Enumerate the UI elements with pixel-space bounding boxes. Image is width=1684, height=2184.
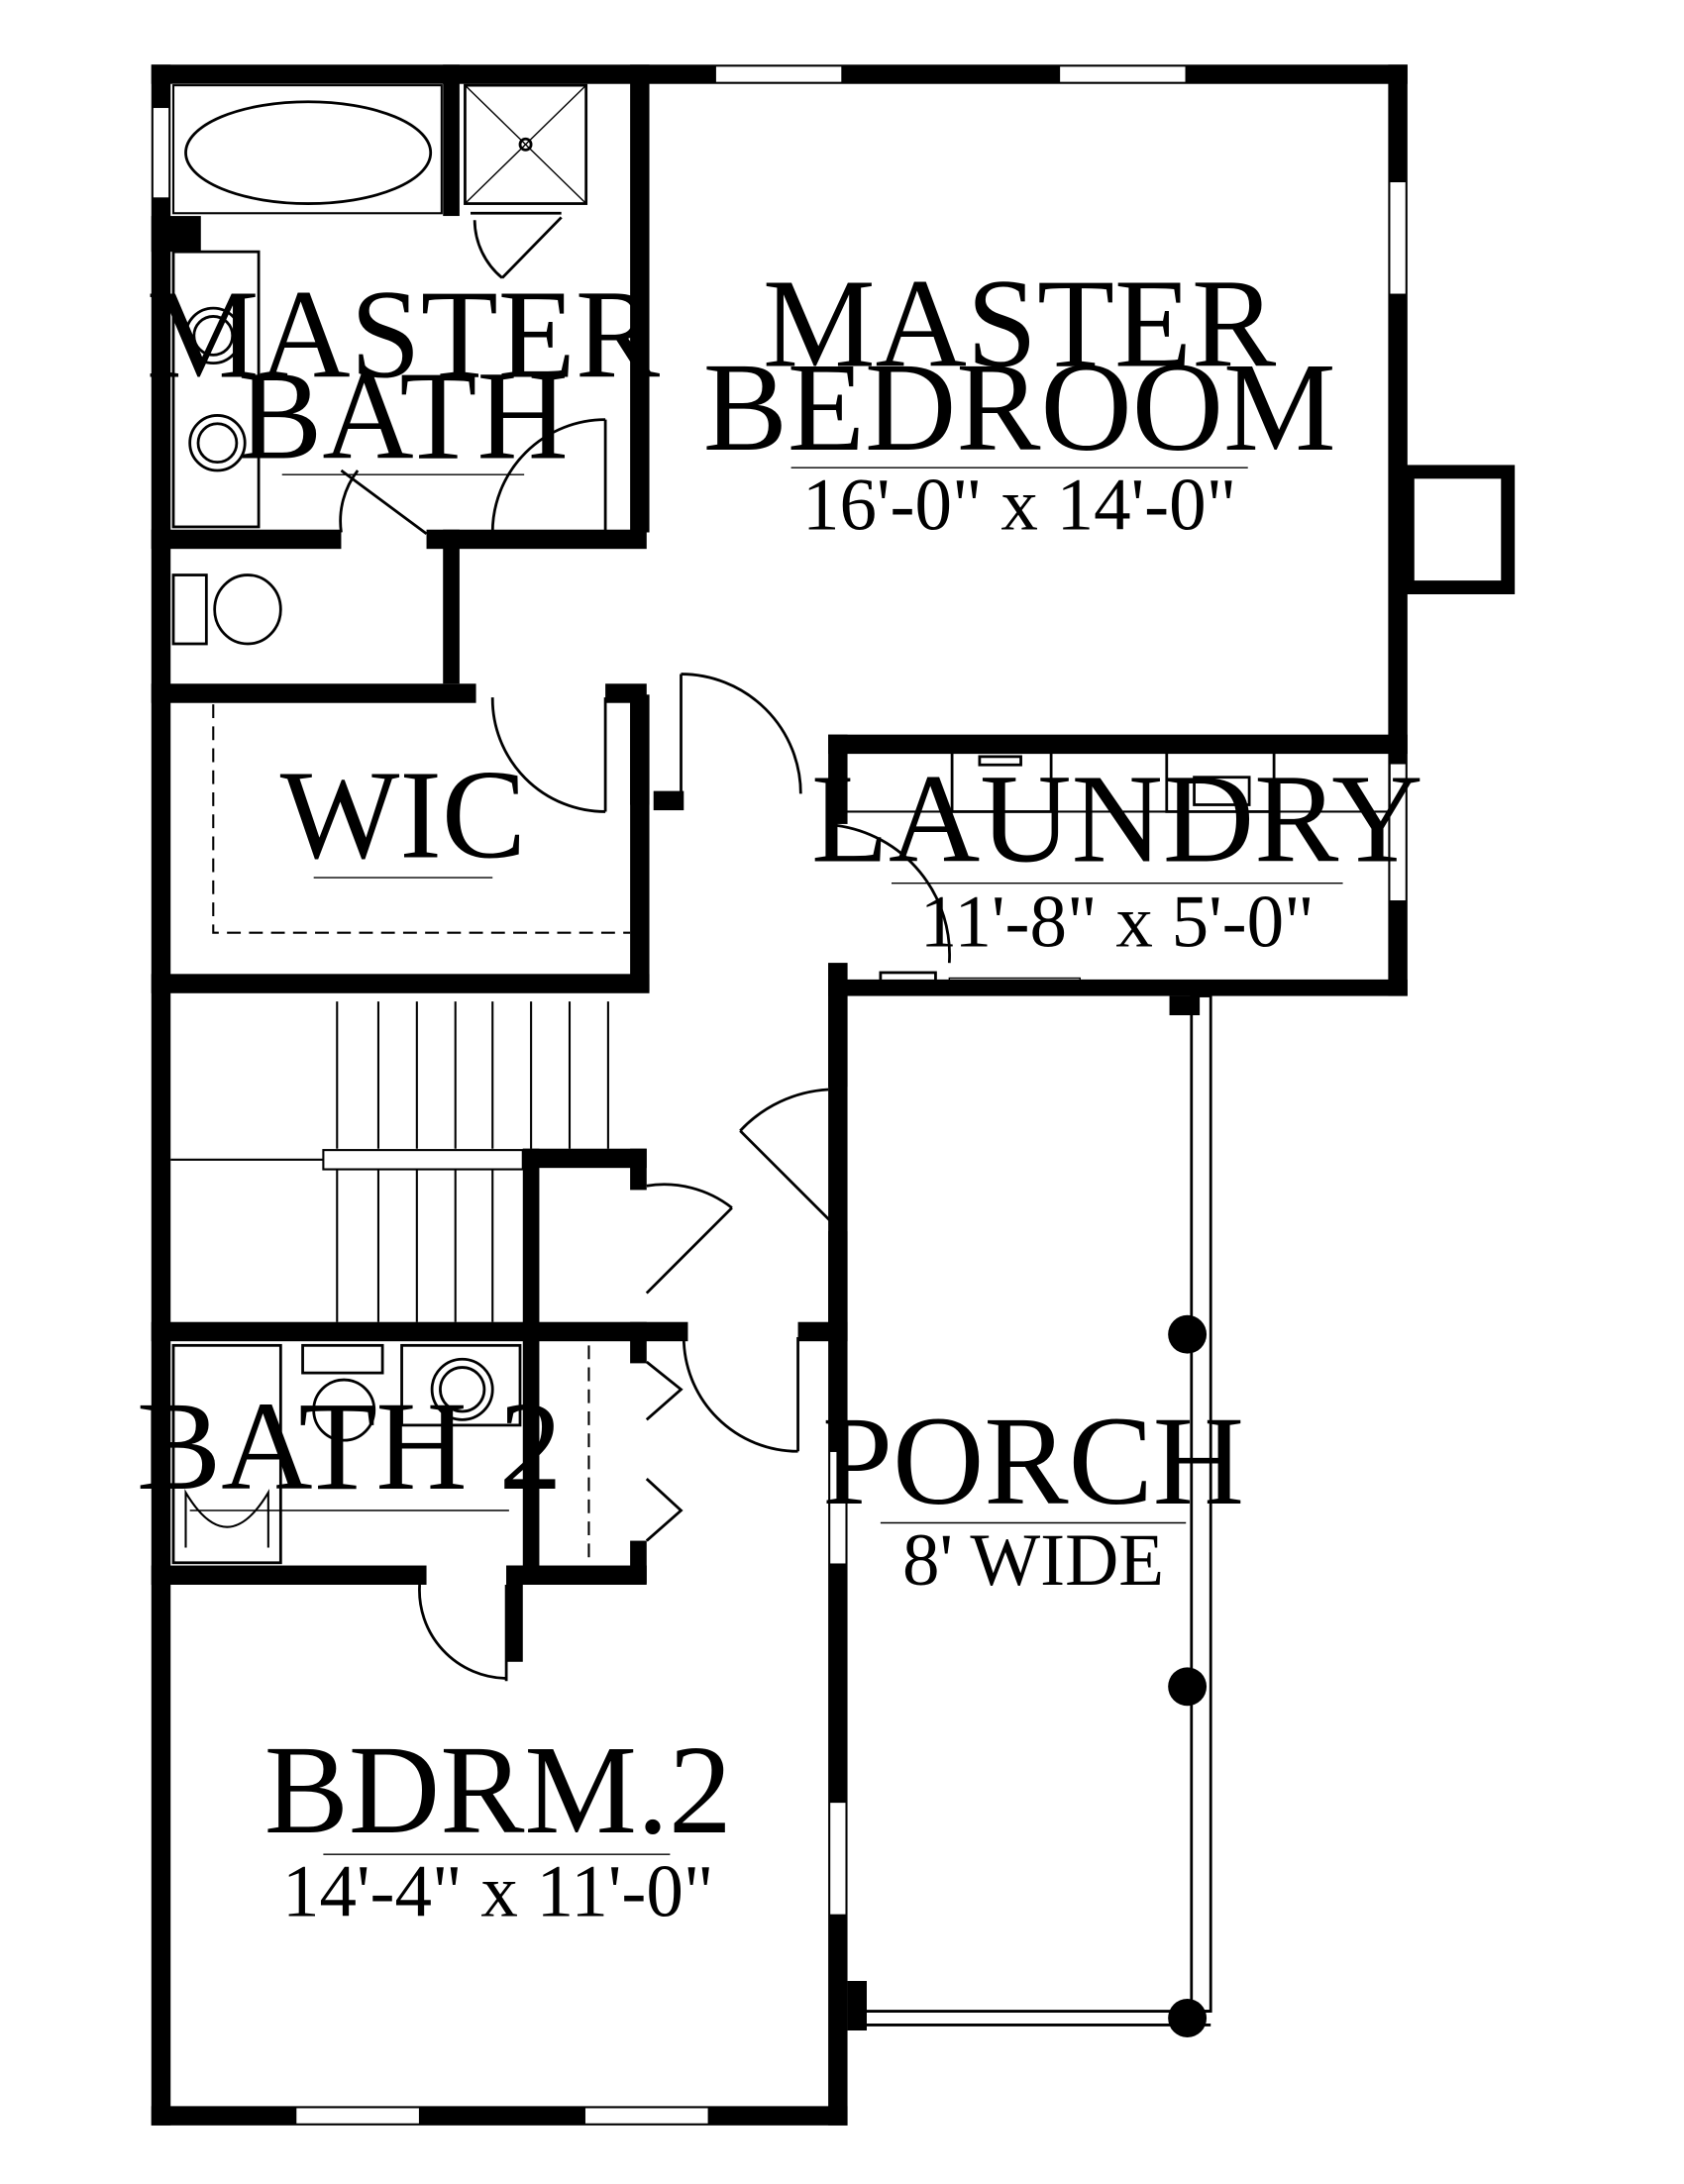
bedroom2-label: BDRM.2 [264, 1719, 732, 1860]
porch-column [1168, 1314, 1208, 1354]
porch-column [1168, 1999, 1208, 2037]
master-shower [464, 83, 588, 205]
laundry-label: LAUNDRY [811, 748, 1423, 888]
bath2-sink [430, 1357, 494, 1421]
porch-column [1168, 1667, 1208, 1707]
master-bedroom-dimensions: 16'-0" x 14'-0" [802, 465, 1236, 547]
porch-width: 8' WIDE [902, 1519, 1164, 1602]
master-bedroom-label-line2: BEDROOM [703, 337, 1336, 477]
bath2-toilet [312, 1378, 376, 1442]
laundry-dimensions: 11'-8" x 5'-0" [920, 882, 1315, 964]
dryer [1165, 748, 1276, 813]
master-bath-label-line2: BATH [238, 345, 569, 485]
porch-label: PORCH [822, 1391, 1244, 1531]
chimney [1400, 465, 1516, 594]
washer [950, 748, 1053, 813]
interior-walls [151, 64, 1408, 1662]
door-swings [339, 211, 951, 1682]
bedroom2-dimensions: 14'-4" x 11'-0" [282, 1851, 713, 1933]
fixtures [170, 83, 1391, 1565]
master-toilet [213, 573, 282, 646]
bath2-label: BATH 2 [137, 1376, 562, 1516]
wic-shelving [212, 704, 631, 934]
room-labels: MASTER BATH MASTER BEDROOM 16'-0" x 14'-… [137, 253, 1423, 1932]
wic-label: WIC [280, 744, 526, 884]
master-vanity [171, 250, 261, 529]
staircase [170, 1001, 609, 1322]
master-bath-label-line1: MASTER [147, 264, 661, 405]
master-tub [184, 100, 433, 205]
bath2-tub [171, 1343, 282, 1565]
porch-structure [847, 994, 1212, 2037]
master-bedroom-label-line1: MASTER [763, 253, 1277, 393]
